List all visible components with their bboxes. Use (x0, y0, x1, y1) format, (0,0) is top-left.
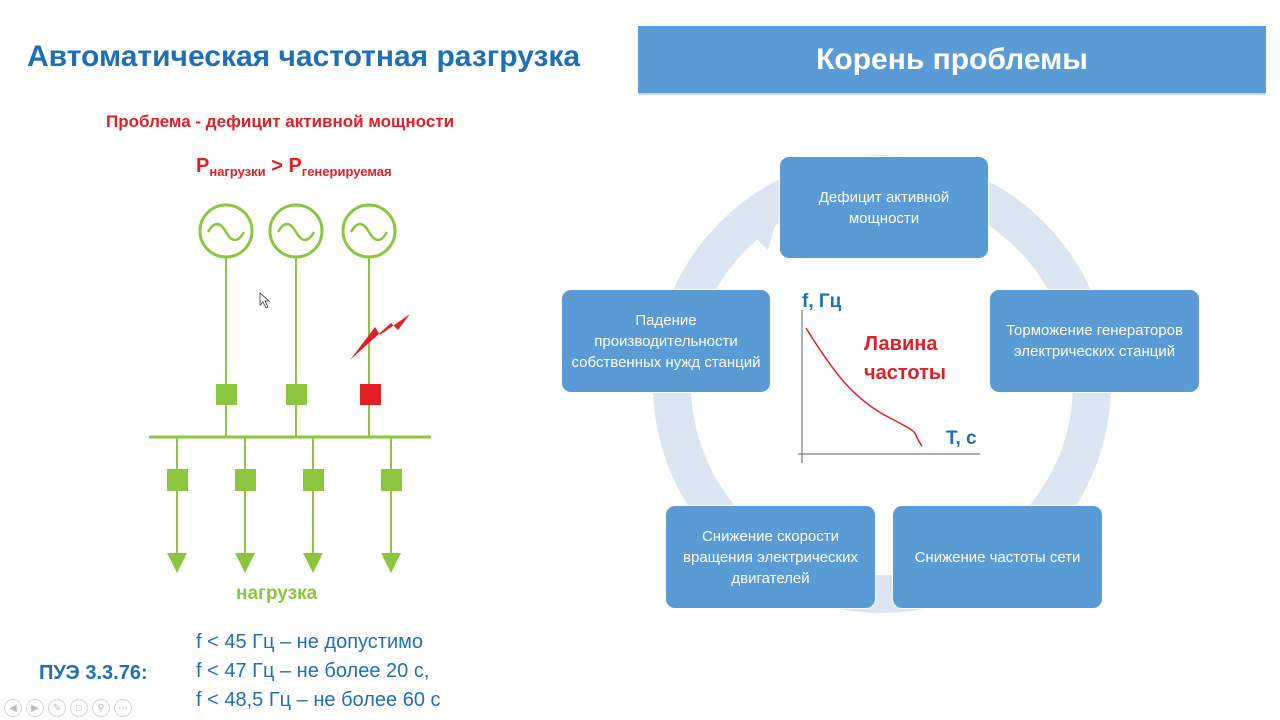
cycle-box-bottom-left: Снижение скорости вращения электрических… (665, 505, 876, 609)
pue-label: ПУЭ 3.3.76: (39, 662, 148, 684)
load-feeders (167, 437, 402, 573)
cycle-box-top: Дефицит активной мощности (779, 156, 989, 259)
cycle-arrow-head (733, 207, 780, 250)
problem-statement: Проблема - дефицит активной мощности (106, 112, 455, 131)
lightning-icon (350, 314, 410, 360)
rule-3: f < 48,5 Гц – не более 60 с (196, 689, 441, 711)
graph-frequency-curve (805, 327, 923, 447)
graph-caption-line1: Лавина (864, 333, 938, 355)
prev-icon[interactable]: ◀ (4, 699, 22, 717)
rule-1: f < 45 Гц – не допустимо (196, 631, 424, 653)
more-icon[interactable]: ⋯ (114, 699, 132, 717)
cycle-box-right: Торможение генераторов электрических ста… (989, 289, 1200, 393)
generator-1 (198, 203, 254, 437)
banner-title: Корень проблемы (816, 42, 1088, 76)
graph-caption-line2: частоты (864, 362, 946, 384)
frequency-rules: f < 45 Гц – не допустимо f < 47 Гц – не … (196, 628, 441, 715)
generator-3 (341, 203, 397, 437)
cycle-box-left: Падение производительности собственных н… (561, 289, 771, 393)
graph-y-label: f, Гц (802, 291, 842, 312)
zoom-icon[interactable]: ⚲ (92, 699, 110, 717)
formula-sub1: нагрузки (209, 164, 266, 179)
formula-p1: P (196, 155, 210, 177)
next-icon[interactable]: ▶ (26, 699, 44, 717)
graph-x-label: T, с (946, 428, 977, 449)
rule-2: f < 47 Гц – не более 20 с, (196, 660, 430, 682)
cursor-icon (259, 292, 271, 309)
formula-op: > (265, 155, 289, 177)
slideshow-toolbar: ◀ ▶ ✎ □ ⚲ ⋯ (4, 699, 132, 717)
electrical-scheme (149, 203, 431, 573)
power-formula: Pнагрузки > Pгенерируемая (196, 155, 392, 179)
load-label: нагрузка (236, 583, 318, 604)
frequency-graph (798, 310, 980, 463)
formula-sub2: генерируемая (301, 164, 392, 179)
pen-icon[interactable]: ✎ (48, 699, 66, 717)
cycle-box-bottom-right: Снижение частоты сети (892, 505, 1103, 609)
page-title: Автоматическая частотная разгрузка (27, 40, 581, 73)
graph-caption: Лавина частоты (864, 330, 946, 388)
formula-p2: P (288, 155, 302, 177)
section-banner: Корень проблемы (638, 26, 1266, 95)
generator-2 (268, 203, 324, 437)
slides-icon[interactable]: □ (70, 699, 88, 717)
